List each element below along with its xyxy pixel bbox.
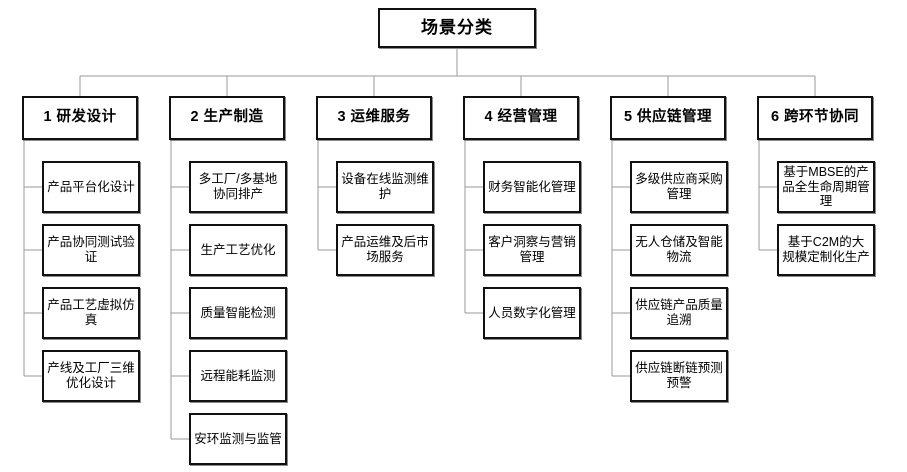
leaf-node-6-2-label: 基于C2M的大规模定制化生产 — [782, 235, 870, 264]
leaf-node-6-2[interactable]: 基于C2M的大规模定制化生产 — [777, 224, 875, 276]
leaf-node-1-4[interactable]: 产线及工厂三维优化设计 — [42, 350, 140, 402]
category-node-3-label: 3 运维服务 — [337, 109, 411, 126]
leaf-node-4-1[interactable]: 财务智能化管理 — [483, 161, 581, 213]
leaf-node-4-3[interactable]: 人员数字化管理 — [483, 287, 581, 339]
leaf-node-5-2[interactable]: 无人仓储及智能物流 — [630, 224, 728, 276]
leaf-node-5-2-label: 无人仓储及智能物流 — [635, 235, 723, 264]
leaf-node-3-2[interactable]: 产品运维及后市场服务 — [336, 224, 434, 276]
leaf-node-4-2-label: 客户洞察与营销管理 — [488, 235, 576, 264]
leaf-node-2-5-label: 安环监测与监管 — [194, 431, 282, 446]
leaf-node-6-1[interactable]: 基于MBSE的产品全生命周期管理 — [777, 161, 875, 213]
leaf-node-3-1-label: 设备在线监测维护 — [341, 172, 429, 201]
leaf-node-5-3[interactable]: 供应链产品质量追溯 — [630, 287, 728, 339]
leaf-node-1-4-label: 产线及工厂三维优化设计 — [47, 361, 135, 390]
leaf-node-4-2[interactable]: 客户洞察与营销管理 — [483, 224, 581, 276]
category-node-6[interactable]: 6 跨环节协同 — [757, 96, 873, 140]
leaf-node-1-2[interactable]: 产品协同测试验证 — [42, 224, 140, 276]
root-node[interactable]: 场景分类 — [378, 8, 536, 48]
leaf-node-2-4[interactable]: 远程能耗监测 — [189, 350, 287, 402]
leaf-node-5-4-label: 供应链断链预测预警 — [635, 361, 723, 390]
leaf-node-2-2-label: 生产工艺优化 — [200, 242, 276, 257]
category-node-2[interactable]: 2 生产制造 — [169, 96, 285, 140]
leaf-node-1-2-label: 产品协同测试验证 — [47, 235, 135, 264]
leaf-node-2-5[interactable]: 安环监测与监管 — [189, 413, 287, 465]
leaf-node-2-3-label: 质量智能检测 — [200, 305, 276, 320]
leaf-node-1-1-label: 产品平台化设计 — [47, 179, 135, 194]
leaf-node-1-3-label: 产品工艺虚拟仿真 — [47, 298, 135, 327]
leaf-node-6-1-label: 基于MBSE的产品全生命周期管理 — [782, 164, 870, 209]
root-node-label: 场景分类 — [421, 17, 493, 37]
leaf-node-5-1[interactable]: 多级供应商采购管理 — [630, 161, 728, 213]
category-node-3[interactable]: 3 运维服务 — [316, 96, 432, 140]
leaf-node-2-2[interactable]: 生产工艺优化 — [189, 224, 287, 276]
category-node-2-label: 2 生产制造 — [190, 109, 264, 126]
leaf-node-5-1-label: 多级供应商采购管理 — [635, 172, 723, 201]
leaf-node-2-1-label: 多工厂/多基地协同排产 — [198, 172, 278, 201]
category-node-6-label: 6 跨环节协同 — [770, 109, 860, 126]
leaf-node-1-1[interactable]: 产品平台化设计 — [42, 161, 140, 213]
leaf-node-2-3[interactable]: 质量智能检测 — [189, 287, 287, 339]
category-node-1-label: 1 研发设计 — [43, 109, 117, 126]
leaf-node-5-4[interactable]: 供应链断链预测预警 — [630, 350, 728, 402]
category-node-4[interactable]: 4 经营管理 — [463, 96, 579, 140]
leaf-node-4-3-label: 人员数字化管理 — [488, 305, 576, 320]
category-node-4-label: 4 经营管理 — [484, 109, 558, 126]
leaf-node-3-1[interactable]: 设备在线监测维护 — [336, 161, 434, 213]
leaf-node-5-3-label: 供应链产品质量追溯 — [635, 298, 723, 327]
leaf-node-4-1-label: 财务智能化管理 — [488, 179, 576, 194]
leaf-node-3-2-label: 产品运维及后市场服务 — [341, 235, 429, 264]
leaf-node-2-1[interactable]: 多工厂/多基地协同排产 — [189, 161, 287, 213]
category-node-5-label: 5 供应链管理 — [623, 109, 713, 126]
leaf-node-2-4-label: 远程能耗监测 — [200, 368, 276, 383]
category-node-5[interactable]: 5 供应链管理 — [610, 96, 726, 140]
leaf-node-1-3[interactable]: 产品工艺虚拟仿真 — [42, 287, 140, 339]
category-node-1[interactable]: 1 研发设计 — [22, 96, 138, 140]
